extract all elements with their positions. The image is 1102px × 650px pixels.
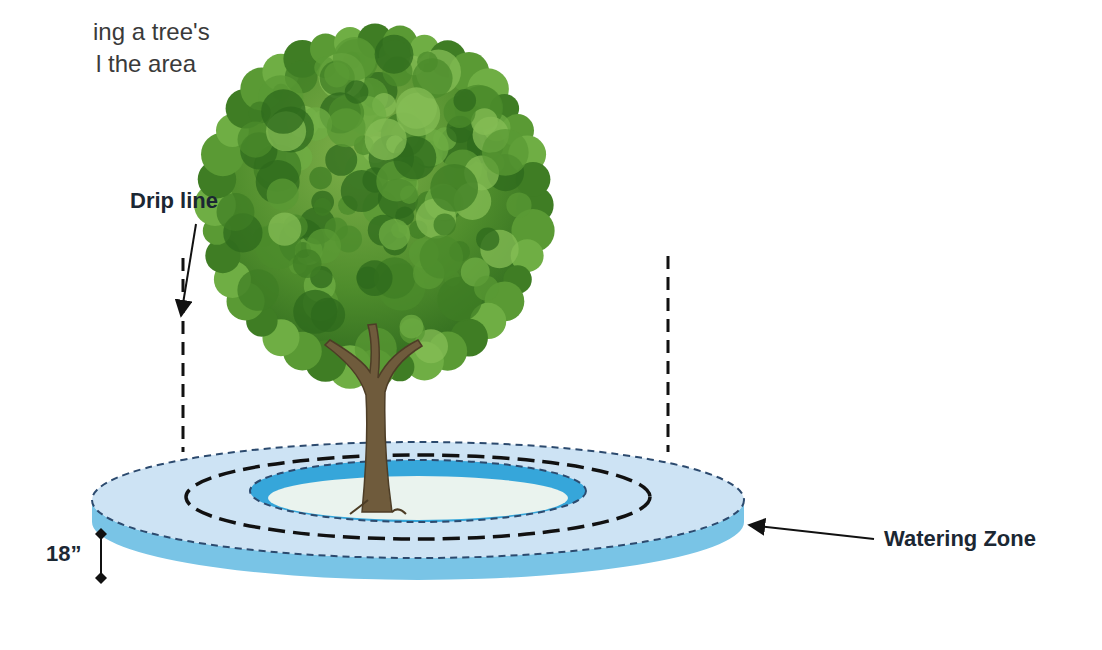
- leaf-clump: [293, 249, 322, 278]
- leaf-clump: [379, 219, 410, 250]
- intro-text: ing a tree's: [93, 18, 210, 47]
- watering-ring: [92, 442, 744, 580]
- leaf-clump: [341, 170, 383, 212]
- leaf-clump: [327, 108, 366, 147]
- leaf-clump: [375, 35, 414, 74]
- leaf-clump: [324, 62, 350, 88]
- leaf-clump: [357, 260, 393, 296]
- depth-bracket: [100, 534, 102, 578]
- leaf-clump: [482, 129, 529, 176]
- leaf-clump: [268, 213, 301, 246]
- watering-zone-label: Watering Zone: [884, 526, 1036, 552]
- leaf-clump: [345, 80, 369, 104]
- drip-line-right: [667, 256, 670, 452]
- tree-trunk: [325, 324, 422, 514]
- leaf-clump: [267, 178, 299, 210]
- leaf-clump: [237, 269, 278, 310]
- leaf-clump: [476, 228, 499, 251]
- leaf-clump: [365, 118, 407, 160]
- trunk-roots: [350, 500, 406, 514]
- middle-dashed-ring: [186, 455, 650, 539]
- leaf-clump: [325, 144, 357, 176]
- drip-line-left: [182, 258, 185, 452]
- leaf-clump: [314, 198, 332, 216]
- inner-basin: [250, 460, 586, 522]
- leaf-clump: [217, 193, 255, 231]
- leaf-clump: [430, 164, 478, 212]
- basin-floor: [268, 476, 568, 520]
- watering-zone-leader: [749, 525, 874, 539]
- leaf-clump: [506, 192, 531, 217]
- leaf-clump: [293, 290, 337, 334]
- leaf-clump: [453, 89, 476, 112]
- drip-line-label: Drip line: [130, 188, 218, 214]
- leaf-clump: [309, 167, 332, 190]
- leaf-clump: [434, 214, 456, 236]
- leaf-clump: [261, 89, 306, 134]
- leaf-clump: [396, 87, 437, 128]
- drip-line-leader: [181, 224, 196, 316]
- leaf-clump: [474, 276, 499, 301]
- trunk-shape: [325, 324, 422, 512]
- intro-text: l the area: [96, 50, 196, 79]
- ring-top: [92, 442, 744, 558]
- leaf-clump: [420, 235, 463, 278]
- leaf-clump: [400, 315, 424, 339]
- depth-dimension: 18”: [46, 541, 81, 567]
